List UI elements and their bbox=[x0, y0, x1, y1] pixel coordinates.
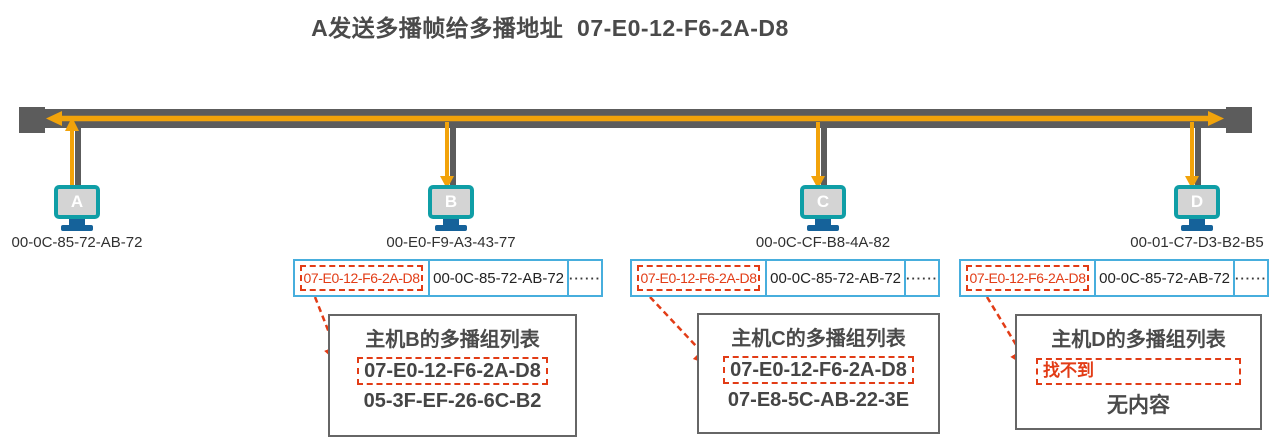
multicast-list-b-matched-address: 07-E0-12-F6-2A-D8 bbox=[357, 357, 548, 385]
host-c-mac-address: 00-0C-CF-B8-4A-82 bbox=[755, 234, 891, 251]
host-b: B 00-E0-F9-A3-43-77 bbox=[371, 185, 531, 251]
multicast-list-b-title: 主机B的多播组列表 bbox=[365, 329, 540, 351]
host-a-stand-base bbox=[61, 225, 93, 231]
host-a-computer-icon: A bbox=[54, 185, 100, 219]
host-d-computer-icon: D bbox=[1174, 185, 1220, 219]
multicast-list-c-matched-address: 07-E0-12-F6-2A-D8 bbox=[723, 356, 914, 384]
frame-d-dest-cell: 07-E0-12-F6-2A-D8 bbox=[961, 261, 1094, 295]
frame-arrowhead-right bbox=[1208, 111, 1224, 126]
bus-terminator-left bbox=[19, 107, 45, 133]
host-d-stand-base bbox=[1181, 225, 1213, 231]
host-c: C 00-0C-CF-B8-4A-82 bbox=[743, 185, 903, 251]
host-b-mac-address: 00-E0-F9-A3-43-77 bbox=[386, 234, 516, 251]
multicast-list-d-title: 主机D的多播组列表 bbox=[1051, 329, 1226, 351]
host-c-letter: C bbox=[816, 192, 830, 211]
multicast-list-host-d: 主机D的多播组列表 找不到 无内容 bbox=[1015, 314, 1262, 430]
frame-b-src-address: 00-0C-85-72-AB-72 bbox=[428, 261, 567, 295]
frame-arrowhead-a-up bbox=[65, 117, 79, 131]
frame-at-host-d: 07-E0-12-F6-2A-D8 00-0C-85-72-AB-72 ····… bbox=[959, 259, 1269, 297]
frame-b-more-fields: ······ bbox=[567, 261, 601, 295]
multicast-list-host-b: 主机B的多播组列表 07-E0-12-F6-2A-D8 05-3F-EF-26-… bbox=[328, 314, 577, 437]
host-c-stand bbox=[815, 219, 831, 225]
host-c-computer-icon: C bbox=[800, 185, 846, 219]
bus-terminator-right bbox=[1226, 107, 1252, 133]
frame-arrowhead-b-down bbox=[440, 176, 454, 189]
host-b-computer-icon: B bbox=[428, 185, 474, 219]
frame-c-more-fields: ······ bbox=[904, 261, 938, 295]
host-a: A 00-0C-85-72-AB-72 bbox=[0, 185, 157, 251]
frame-at-host-b: 07-E0-12-F6-2A-D8 00-0C-85-72-AB-72 ····… bbox=[293, 259, 603, 297]
lookup-connector-c bbox=[649, 296, 717, 368]
frame-arrowhead-left bbox=[46, 111, 62, 126]
host-d-mac-address: 00-01-C7-D3-B2-B5 bbox=[1130, 234, 1264, 251]
host-a-mac-address: 00-0C-85-72-AB-72 bbox=[11, 234, 143, 251]
multicast-list-c-other-address: 07-E8-5C-AB-22-3E bbox=[727, 389, 910, 411]
lookup-connector-d bbox=[985, 296, 1032, 371]
host-d-stand bbox=[1189, 219, 1205, 225]
host-d-letter: D bbox=[1190, 192, 1204, 211]
multicast-list-b-other-address: 05-3F-EF-26-6C-B2 bbox=[363, 390, 542, 412]
host-b-stand bbox=[443, 219, 459, 225]
frame-b-dest-cell: 07-E0-12-F6-2A-D8 bbox=[295, 261, 428, 295]
frame-arrowhead-c-down bbox=[811, 176, 825, 189]
multicast-list-host-c: 主机C的多播组列表 07-E0-12-F6-2A-D8 07-E8-5C-AB-… bbox=[697, 313, 940, 434]
frame-d-dest-address: 07-E0-12-F6-2A-D8 bbox=[966, 265, 1089, 291]
host-d: D 00-01-C7-D3-B2-B5 bbox=[1117, 185, 1277, 251]
frame-b-dest-address: 07-E0-12-F6-2A-D8 bbox=[300, 265, 423, 291]
host-c-stand-base bbox=[807, 225, 839, 231]
frame-d-more-fields: ······ bbox=[1233, 261, 1267, 295]
host-a-letter: A bbox=[70, 192, 84, 211]
multicast-list-d-not-found-label: 找不到 bbox=[1036, 358, 1241, 385]
diagram-title: A发送多播帧给多播地址 07-E0-12-F6-2A-D8 bbox=[311, 15, 789, 41]
host-a-stand bbox=[69, 219, 85, 225]
frame-at-host-c: 07-E0-12-F6-2A-D8 00-0C-85-72-AB-72 ····… bbox=[630, 259, 940, 297]
host-b-letter: B bbox=[444, 192, 458, 211]
multicast-list-d-empty-label: 无内容 bbox=[1107, 394, 1170, 417]
multicast-list-c-title: 主机C的多播组列表 bbox=[731, 328, 906, 350]
frame-d-src-address: 00-0C-85-72-AB-72 bbox=[1094, 261, 1233, 295]
frame-c-dest-cell: 07-E0-12-F6-2A-D8 bbox=[632, 261, 765, 295]
frame-c-src-address: 00-0C-85-72-AB-72 bbox=[765, 261, 904, 295]
frame-c-dest-address: 07-E0-12-F6-2A-D8 bbox=[637, 265, 760, 291]
frame-arrowhead-d-down bbox=[1185, 176, 1199, 189]
host-b-stand-base bbox=[435, 225, 467, 231]
